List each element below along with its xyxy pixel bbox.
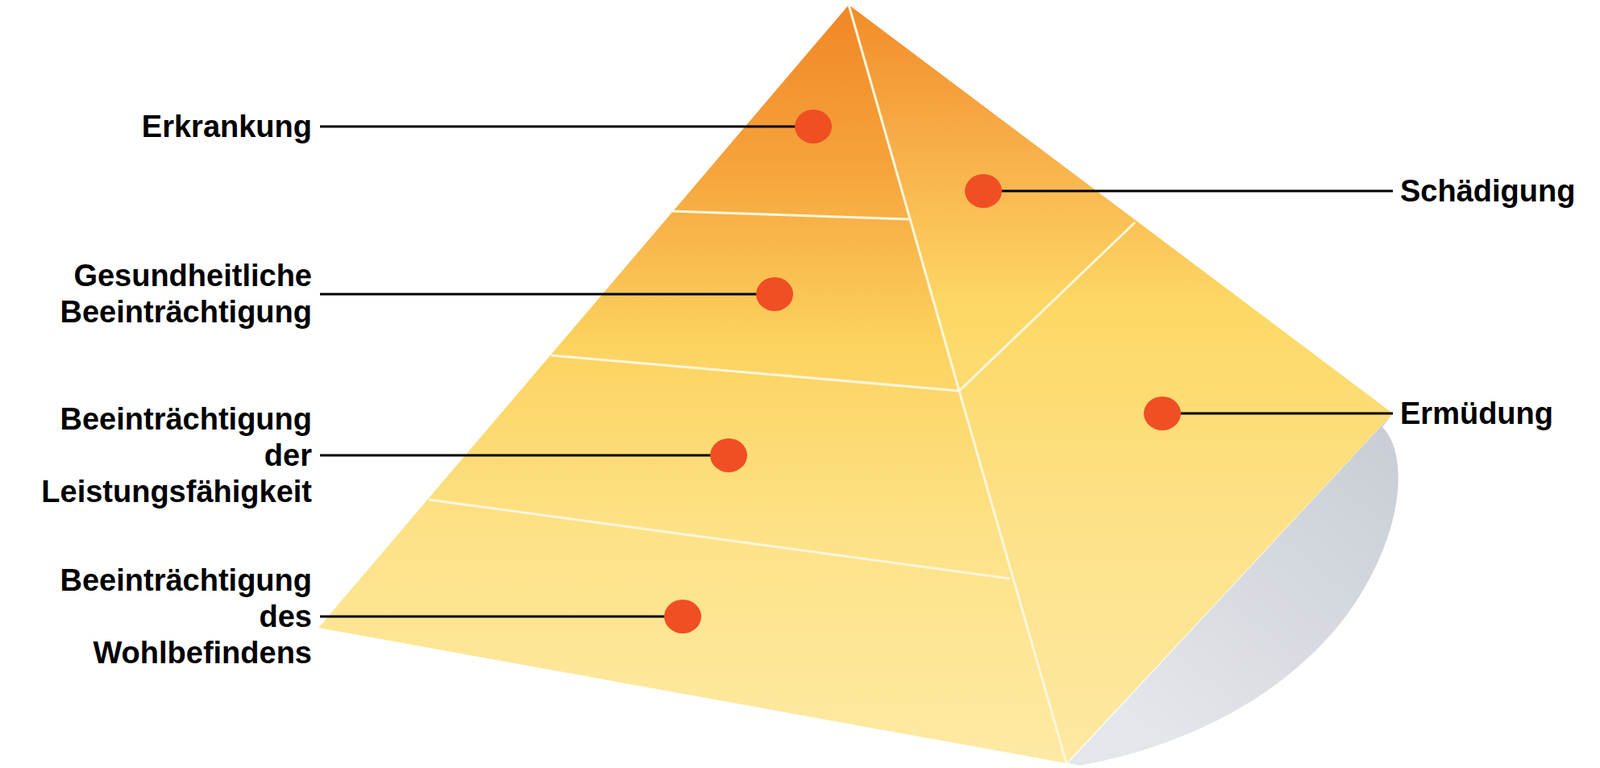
level-label: Beeinträchtigung der Leistungsfähigkeit <box>41 401 312 511</box>
marker-dots <box>664 109 1181 634</box>
leader-lines <box>320 126 1393 617</box>
level-label: Gesundheitliche Beeinträchtigung <box>60 257 312 331</box>
level-label: Beeinträchtigung des Wohlbefindens <box>60 562 312 672</box>
level-label: Schädigung <box>1400 173 1576 210</box>
level-label: Ermüdung <box>1400 395 1554 433</box>
level-label: Erkrankung <box>141 108 312 146</box>
pyramid-edges <box>428 4 1135 764</box>
pyramid-right-face <box>848 4 1393 764</box>
